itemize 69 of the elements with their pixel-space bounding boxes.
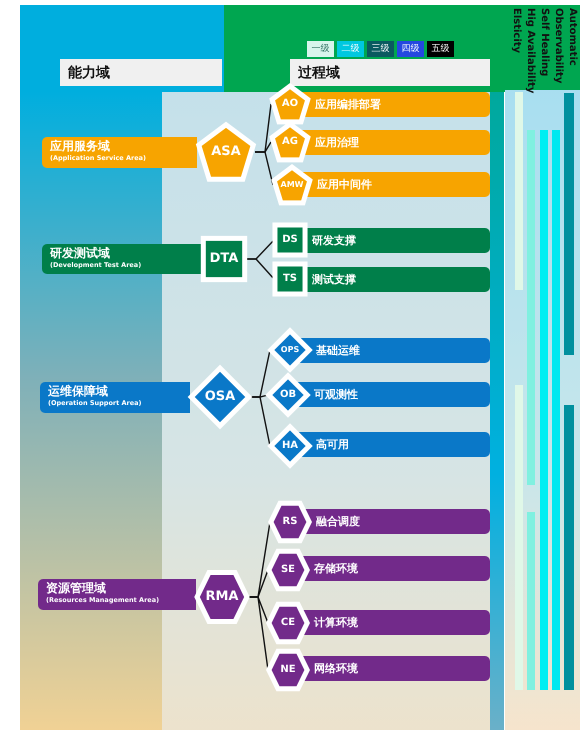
process-name: 网络环境 [314,661,358,677]
header-text: 能力域 [68,64,110,82]
code-badge: OPS [270,330,310,370]
code-badge: OB [268,375,308,415]
rotated-label: Hig Availability [524,8,537,94]
rotated-label: Observability [552,8,565,84]
legend-label: 二级 [340,42,360,56]
code-badge: SE [268,550,308,590]
domain-title: 研发测试域 [50,246,111,261]
process-name: 存储环境 [314,561,358,577]
square-node [202,237,246,281]
process-name: 研发支撑 [312,233,356,249]
process-bar [268,375,490,415]
process-name: 测试支撑 [312,272,356,288]
process-bar [271,123,490,161]
node-label: ASA [210,143,242,161]
code-badge: NE [268,650,308,690]
legend-label: 五级 [430,42,450,56]
process-bar [268,550,490,590]
rotated-label: Elsticity [510,8,523,54]
domain-bar [42,244,202,274]
process-name: 可观测性 [314,387,358,403]
node-label: OSA [204,388,236,406]
process-bar [274,263,490,295]
domain-title: 运维保障域 [48,384,109,399]
process-name: 计算环境 [314,615,358,631]
connector-line [248,596,269,670]
process-bar [270,502,490,542]
rotated-label: Self Healing [538,8,551,76]
code-badge: AO [271,85,309,123]
domain-title: 资源管理域 [46,581,107,596]
legend-label: 四级 [400,42,420,56]
process-name: 应用编排部署 [315,97,381,113]
connector-line [250,396,271,446]
code-badge: AG [271,123,309,161]
header-text: 过程域 [298,64,340,82]
domain-bar [40,382,190,413]
node-label: RMA [204,588,240,606]
connector-line [255,151,274,186]
code-badge: DS [274,224,306,256]
process-name: 高可用 [316,437,349,453]
code-badge: HA [270,426,310,466]
header-box [290,59,490,86]
domain-bar [38,579,196,610]
process-name: 应用治理 [315,135,359,151]
legend-label: 三级 [370,42,390,56]
process-bar [268,650,490,690]
process-bar [268,603,490,643]
process-bar [274,224,490,256]
process-name: 融合调度 [316,514,360,530]
domain-title: 应用服务域 [50,139,111,154]
process-bar [273,166,490,204]
legend-label: 一级 [310,42,330,56]
process-bar [271,85,490,123]
code-badge: CE [268,603,308,643]
hexagon-node [196,571,248,623]
process-bar [270,426,490,466]
process-name: 应用中间件 [317,177,372,193]
header-box [60,59,222,86]
rotated-label: Automatic [566,8,579,66]
process-name: 基础运维 [316,343,360,359]
process-bar [270,330,490,370]
pentagon-node [197,123,255,181]
diamond-node [190,367,250,427]
node-label: DTA [208,250,240,268]
code-badge: AMW [273,166,311,204]
code-badge: RS [270,502,310,542]
domain-bar [42,137,197,168]
code-badge: TS [274,263,306,295]
